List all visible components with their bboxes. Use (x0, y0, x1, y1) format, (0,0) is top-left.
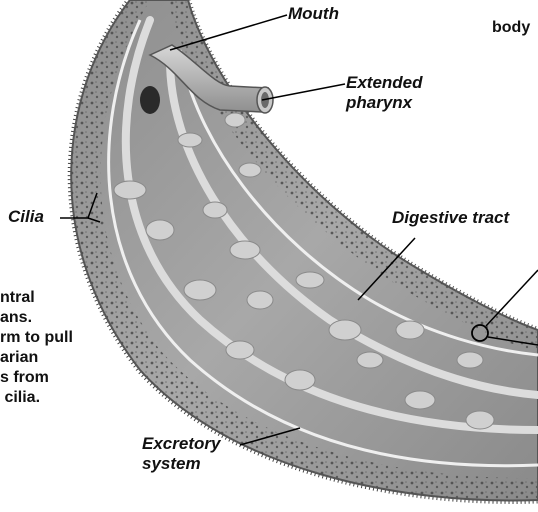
label-extended-pharynx: Extended pharynx (346, 73, 423, 113)
caption-line: arian (0, 348, 73, 368)
cropped-caption-text: ntral ans. rm to pull arian s from cilia… (0, 288, 73, 408)
label-excretory-system: Excretory system (142, 434, 220, 474)
caption-line: s from (0, 368, 73, 388)
label-mouth: Mouth (288, 4, 339, 24)
label-digestive-tract: Digestive tract (392, 208, 509, 228)
caption-line: ans. (0, 308, 73, 328)
label-cilia: Cilia (8, 207, 44, 227)
caption-line: cilia. (0, 388, 73, 408)
mouth-opening (140, 86, 160, 114)
caption-line: rm to pull (0, 328, 73, 348)
leader-marker-up (486, 270, 538, 326)
label-body-fragment: body (492, 18, 530, 38)
leader-pharynx (262, 84, 345, 100)
caption-line: ntral (0, 288, 73, 308)
